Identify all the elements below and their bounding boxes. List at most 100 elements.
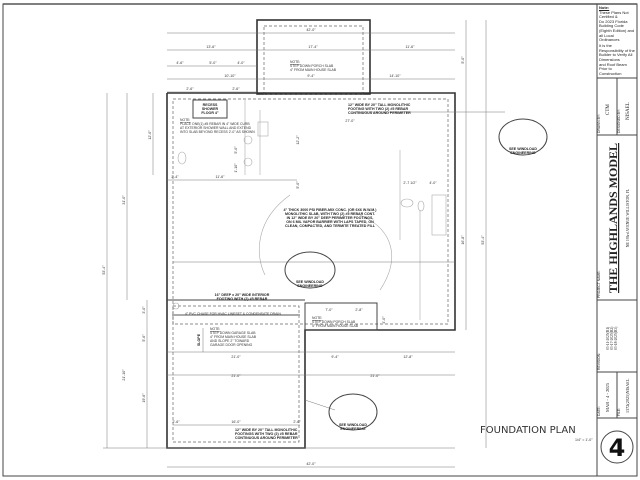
plan-text: CONTINUOUS AROUND PERIMETER (348, 111, 411, 115)
plan-text: 4'-0" (429, 181, 437, 185)
title-block: DRAWN BY: CTM DESIGNED BY: NISAEL PROJEC… (596, 4, 637, 476)
plan-text: 12'-2" (296, 135, 300, 145)
plan-text: 3'-0" (142, 306, 146, 314)
drawn-by: CTM (606, 104, 611, 115)
plan-text: 53'-4" (481, 235, 485, 245)
drawing-line (172, 98, 449, 325)
plan-text: 5'-0" (461, 56, 465, 64)
plan-text: GARAGE DOOR OPENING (210, 343, 253, 347)
project-name: THE HIGHLANDS MODEL (606, 143, 620, 293)
plan-text: 16'-0" (231, 420, 241, 424)
plan-text: SEE WINDLOAD (509, 147, 537, 151)
rear-porch-slab (304, 302, 378, 331)
plan-text: FOOTINGS WITH TWO (2) #5 REBAR (235, 432, 298, 436)
note-interior-footing: 16" DEEP x 20" WIDE INTERIOR FOOTING WIT… (215, 293, 270, 301)
note-shower-recess: RECESS SHOWER FLOOR 4" (201, 103, 219, 115)
toilet-fixture (177, 151, 187, 165)
drawing-line (243, 157, 253, 167)
designed-by: NISAEL (626, 102, 631, 120)
plan-text: SEE WINDLOAD (339, 423, 367, 427)
plan-text: 42'-0" (306, 462, 316, 466)
plan-text: 12'-0" (148, 130, 152, 140)
plan-text: NOTE: (312, 316, 322, 320)
plan-text: 12" WIDE BY 20" TALL MONOLITHIC (348, 103, 411, 107)
drawing-line (359, 214, 392, 291)
drawing-line (172, 302, 180, 310)
plan-text: 19'-6" (142, 393, 146, 403)
plan-text: 03-18-2025(R3) (614, 326, 618, 350)
plan-text: 1'-10" (234, 163, 238, 173)
plan-text: 2'-6" (186, 87, 194, 91)
plan-text: FOOTING WITH (2) #5 REBAR (217, 297, 268, 301)
note-garage-footing: 12" WIDE BY 20" TALL MONOLITHIC FOOTINGS… (235, 428, 298, 440)
date: MAR - 4 - 2025 (605, 382, 610, 412)
plan-text: INTO SLAB BEYOND RECESS 2'-0" AS SHOWN (180, 130, 255, 134)
title-note-line: Construction (599, 70, 622, 76)
title-note-line: Note: (599, 5, 610, 10)
drawing-line (263, 25, 364, 95)
plan-text: 12'-8" (403, 355, 413, 359)
note-shower-rebar: NOTE: PLACE ONE(1) #5 REBAR IN 4" WIDE C… (180, 118, 255, 134)
title-note-line: (Eighth Edition) and all Local (599, 27, 635, 38)
plan-text: STEP DOWN PORCH SLAB (312, 320, 356, 324)
drawing-line (498, 118, 548, 156)
title-note-line: Builder to Verify All Dimensions (599, 52, 633, 63)
plan-text: 21'-0" (231, 374, 241, 378)
title-note-line: Do 2023 Florida Building Code (599, 18, 628, 29)
drawing-line (304, 399, 336, 411)
plan-text: 16" DEEP x 20" WIDE INTERIOR (215, 293, 270, 297)
drawing-line (284, 251, 336, 289)
plan-text: 2'-7 1/2" (403, 181, 417, 185)
sheet-number-circle (600, 430, 634, 464)
plan-text: 4'-0" (237, 61, 245, 65)
plan-text: CLEAN, COMPACTED, AND TERMITE TREATED FI… (285, 224, 376, 228)
plan-text: 4'-6" (176, 61, 184, 65)
plan-text: SHOWER (202, 107, 219, 111)
plan-text: 03-11-2025(R1) (606, 326, 610, 350)
sink-fixture-2 (400, 198, 414, 208)
windload-detail-2: SEE WINDLOAD ENGINEERING (284, 251, 336, 289)
plan-text: ENGINEERING (340, 427, 365, 431)
plan-text: 14'-10" (389, 74, 401, 78)
shower-recess (192, 99, 228, 119)
plan-text: FILE: (617, 408, 621, 416)
plan-text: 31'-0" (122, 195, 126, 205)
drawing-line (328, 393, 378, 431)
plan-text: 53'-4" (102, 265, 106, 275)
plan-text: 27'-0" (345, 119, 355, 123)
plan-text: 4" FROM MAIN HOUSE SLAB (210, 335, 257, 339)
title-note-line: and Roof Beam Prior to (599, 61, 627, 72)
plan-text: 9'-4" (331, 355, 339, 359)
plan-text: AND SLOPE 2" TOWARD (210, 339, 250, 343)
plan-text: 2'-6" (232, 87, 240, 91)
plan-text: 2'-8" (355, 308, 363, 312)
tub-fixture (431, 194, 447, 236)
plan-text: 10'-10" (224, 74, 236, 78)
dimension-lines (103, 20, 487, 468)
note-rear-porch: NOTE: STEP DOWN PORCH SLAB 4" FROM MAIN … (312, 316, 359, 328)
windload-detail-3: SEE WINDLOAD ENGINEERING (328, 393, 378, 431)
title-note-line: Ordinances (599, 37, 620, 43)
plan-text: 2'-4" (171, 175, 179, 179)
plan-text: NOTE: (210, 327, 220, 331)
plan-text: 4" FROM MAIN HOUSE SLAB (290, 68, 337, 72)
plan-text: 03-17-2025(R2) (610, 326, 614, 350)
title-note-line: It is the Responsibility of the (599, 43, 635, 53)
plan-text: 16'-8" (461, 235, 465, 245)
title-block-notes: Note: These Plans Not Certified & Do 202… (599, 5, 636, 76)
slope-label: SLOPE (197, 333, 201, 346)
note-top-porch: NOTE: STEP DOWN PORCH SLAB 4" FROM MAIN … (290, 60, 337, 72)
plan-text: REVISION: (597, 353, 601, 370)
plan-text: 5'-0" (209, 61, 217, 65)
plan-text: CONTINUOUS AROUND PERIMETER (235, 436, 298, 440)
plan-text: PLACE ONE(1) #5 REBAR IN 4" WIDE CURB (180, 122, 250, 126)
plan-text: DESIGNED BY: (617, 109, 621, 133)
plan-text: 4'-0" (382, 316, 386, 324)
plan-notes: NOTE: STEP DOWN PORCH SLAB 4" FROM MAIN … (180, 60, 411, 440)
plan-text: 17'-4" (308, 45, 318, 49)
plan-text: 2'-6" (293, 420, 301, 424)
plan-text: 12" WIDE BY 20" TALL MONOLITHIC (235, 428, 298, 432)
project-address: NE 193rd AVENUE WILLISTON, FL (626, 188, 631, 247)
plan-text: 11'-6" (406, 45, 416, 49)
